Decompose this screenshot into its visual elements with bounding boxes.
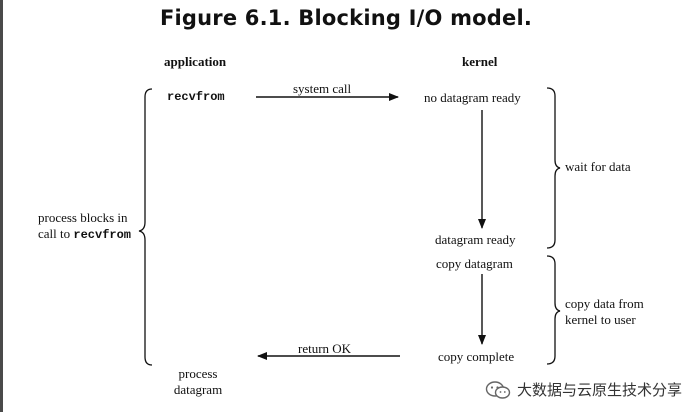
datagram-ready-label: datagram ready xyxy=(435,232,516,247)
copy-data-brace xyxy=(546,255,561,365)
system-call-label: system call xyxy=(293,81,352,96)
left-border xyxy=(0,0,3,412)
copy-data-label: copy data from kernel to user xyxy=(565,296,644,327)
copy-complete-label: copy complete xyxy=(438,349,515,364)
recvfrom-label: recvfrom xyxy=(167,90,225,104)
kernel-header: kernel xyxy=(462,54,498,69)
recvfrom-inline: recvfrom xyxy=(73,227,131,242)
application-header: application xyxy=(164,54,227,69)
copy-datagram-label: copy datagram xyxy=(436,256,513,271)
process-blocks-label: process blocks in call to recvfrom xyxy=(38,210,131,242)
watermark-text: 大数据与云原生技术分享 xyxy=(516,381,682,399)
return-ok-label: return OK xyxy=(298,341,352,356)
watermark: 大数据与云原生技术分享 xyxy=(485,379,682,400)
wait-for-data-brace xyxy=(546,87,561,249)
process-datagram-label: process datagram xyxy=(173,366,223,397)
figure-title: Figure 6.1. Blocking I/O model. xyxy=(159,6,533,30)
wait-for-data-label: wait for data xyxy=(565,159,631,174)
wechat-icon xyxy=(485,380,511,399)
process-blocks-brace xyxy=(138,88,153,366)
no-datagram-ready-label: no datagram ready xyxy=(424,90,521,105)
